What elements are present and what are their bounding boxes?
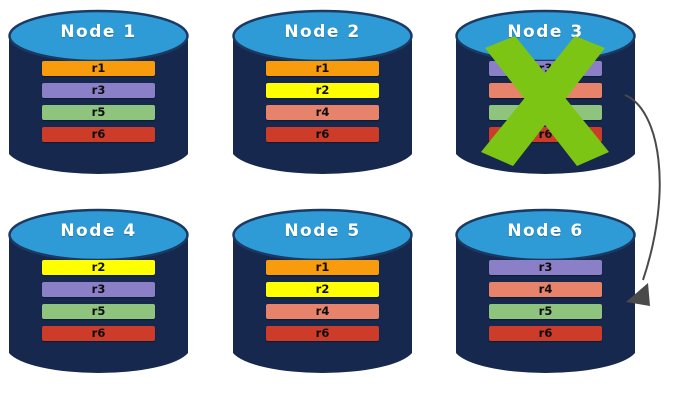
replica-bar[interactable]: r6 (266, 127, 379, 142)
replica-bar[interactable]: r6 (42, 127, 155, 142)
replica-bar[interactable]: r6 (489, 326, 602, 341)
replica-list: r3 r4 r5 r6 (489, 260, 602, 348)
replica-bar[interactable]: r4 (266, 304, 379, 319)
node-3[interactable]: Node 3 r3 r4 r5 r6 (453, 6, 638, 184)
node-4[interactable]: Node 4 r2 r3 r5 r6 (6, 205, 191, 383)
replica-bar[interactable]: r5 (489, 304, 602, 319)
replica-list: r3 r4 r5 r6 (489, 61, 602, 149)
replica-bar[interactable]: r6 (42, 326, 155, 341)
replica-bar[interactable]: r2 (42, 260, 155, 275)
replica-list: r2 r3 r5 r6 (42, 260, 155, 348)
replica-bar[interactable]: r4 (266, 105, 379, 120)
replica-bar[interactable]: r6 (266, 326, 379, 341)
replica-bar[interactable]: r1 (266, 61, 379, 76)
node-2[interactable]: Node 2 r1 r2 r4 r6 (230, 6, 415, 184)
replica-list: r1 r2 r4 r6 (266, 260, 379, 348)
replica-bar[interactable]: r5 (42, 105, 155, 120)
replica-list: r1 r2 r4 r6 (266, 61, 379, 149)
replica-bar[interactable]: r3 (489, 260, 602, 275)
replica-bar[interactable]: r3 (489, 61, 602, 76)
replica-bar[interactable]: r2 (266, 83, 379, 98)
replica-bar[interactable]: r4 (489, 83, 602, 98)
replica-bar[interactable]: r2 (266, 282, 379, 297)
node-6[interactable]: Node 6 r3 r4 r5 r6 (453, 205, 638, 383)
replica-bar[interactable]: r5 (489, 105, 602, 120)
node-1[interactable]: Node 1 r1 r3 r5 r6 (6, 6, 191, 184)
node-5[interactable]: Node 5 r1 r2 r4 r6 (230, 205, 415, 383)
replica-bar[interactable]: r4 (489, 282, 602, 297)
replica-bar[interactable]: r1 (266, 260, 379, 275)
replica-bar[interactable]: r3 (42, 83, 155, 98)
replica-bar[interactable]: r6 (489, 127, 602, 142)
replica-list: r1 r3 r5 r6 (42, 61, 155, 149)
replica-bar[interactable]: r3 (42, 282, 155, 297)
replica-bar[interactable]: r5 (42, 304, 155, 319)
replica-bar[interactable]: r1 (42, 61, 155, 76)
